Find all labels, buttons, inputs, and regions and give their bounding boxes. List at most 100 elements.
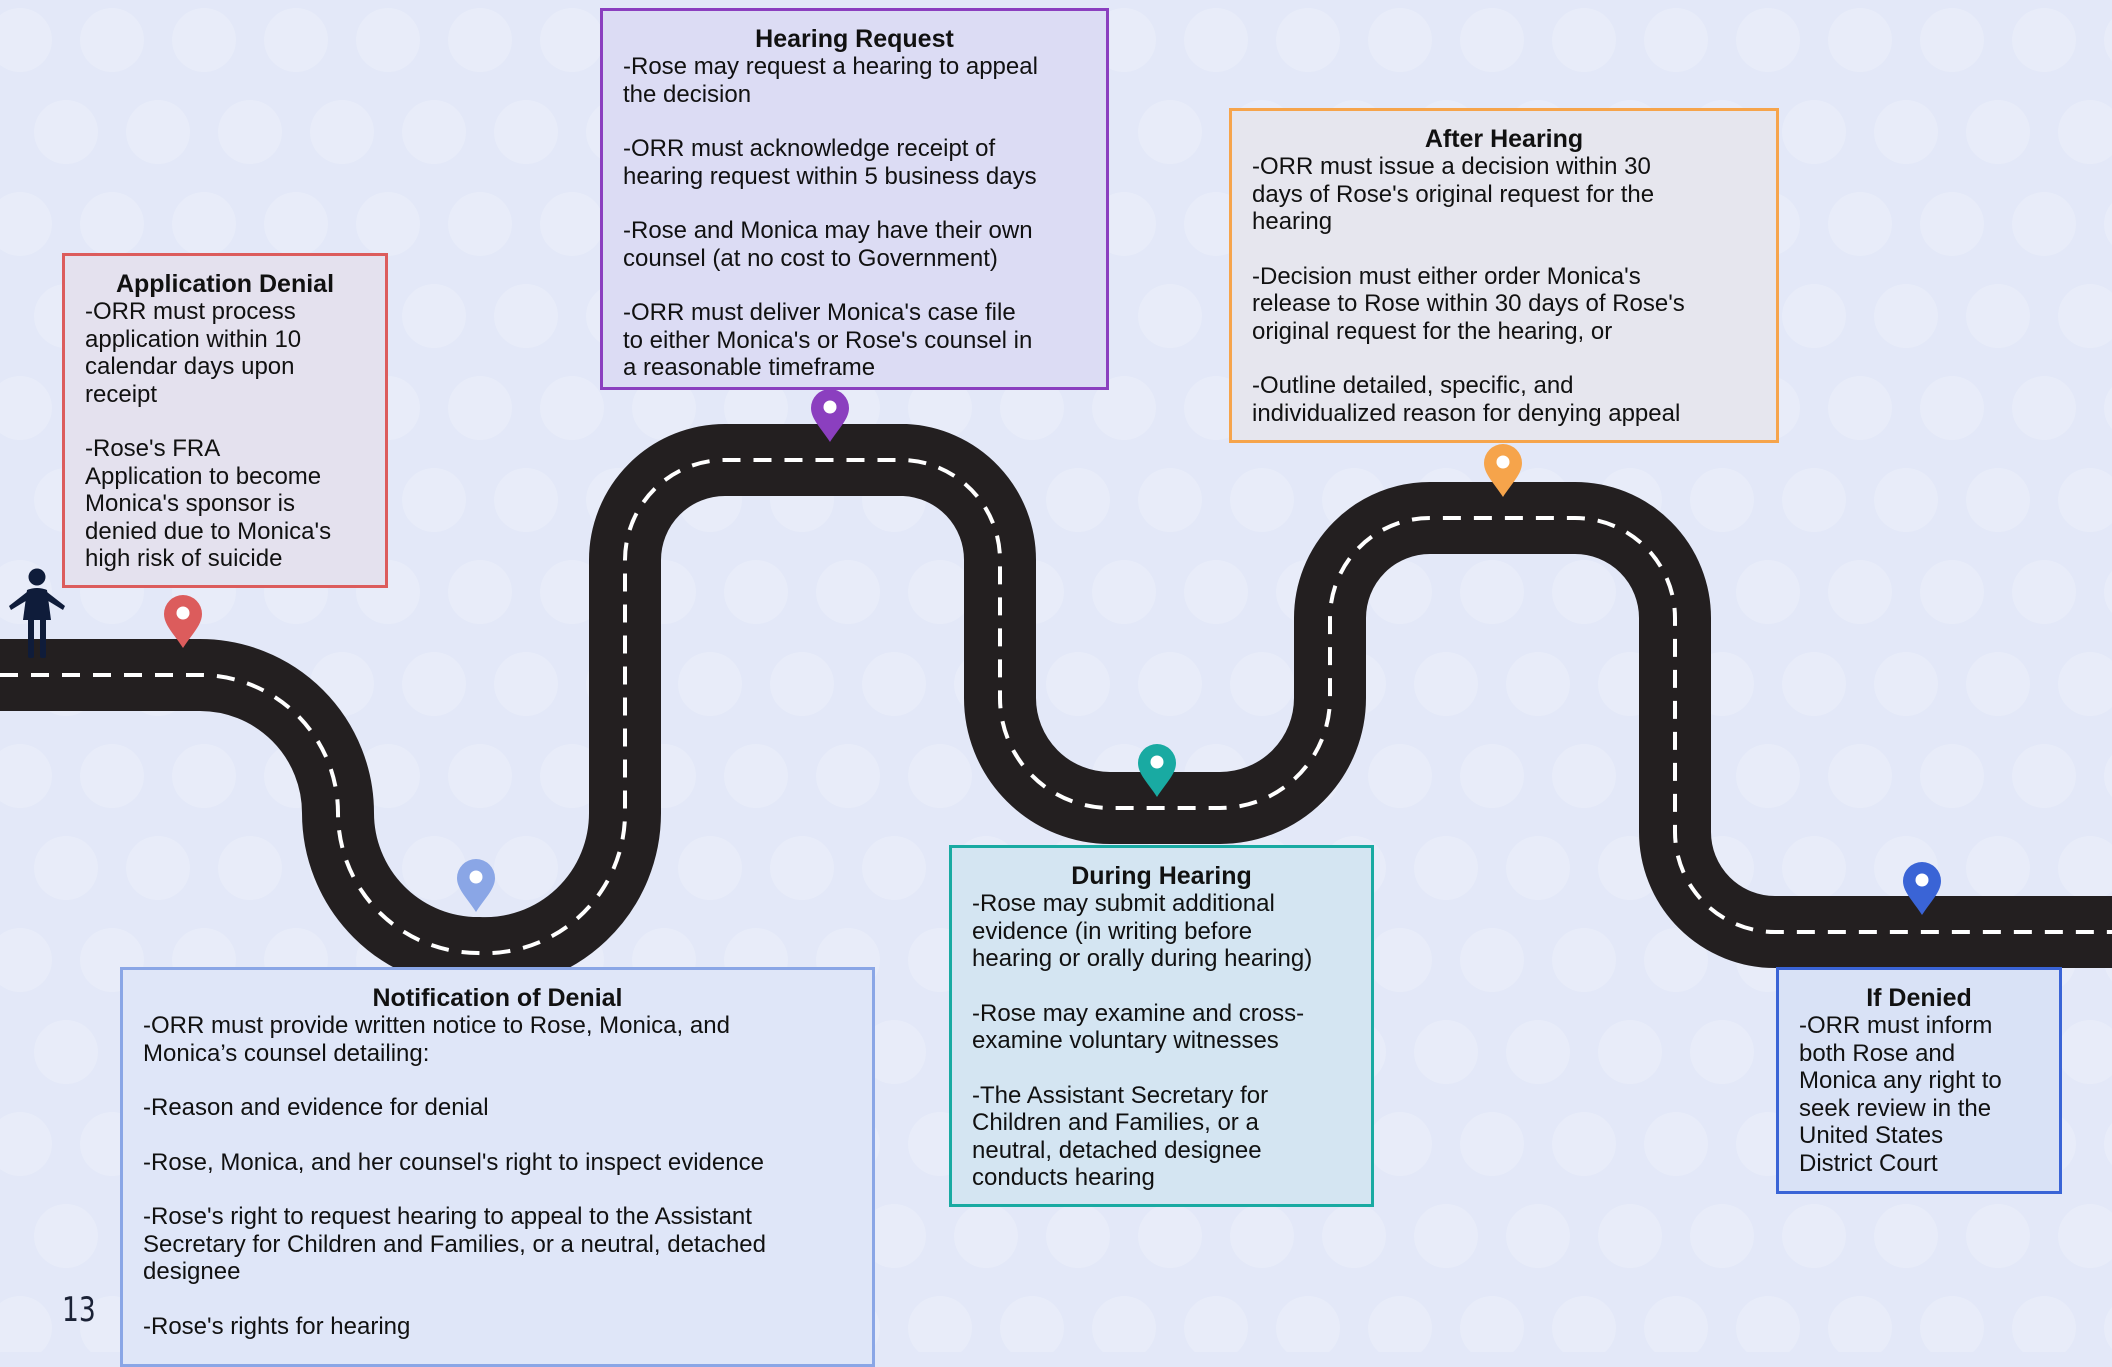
background-dot xyxy=(1230,1204,1294,1268)
background-dot xyxy=(678,652,742,716)
card-title: Application Denial xyxy=(115,270,335,298)
background-dot xyxy=(1736,8,1800,72)
background-dot xyxy=(1046,1204,1110,1268)
background-dot xyxy=(126,100,190,164)
background-dot xyxy=(2104,1306,2112,1350)
background-dot xyxy=(1782,468,1846,532)
background-dot xyxy=(1782,100,1846,164)
application-denial-card: Application Denial -ORR must process app… xyxy=(62,253,388,588)
background-dot xyxy=(80,8,144,72)
card-title: After Hearing xyxy=(1424,125,1584,153)
map-pin-icon xyxy=(1138,744,1176,797)
background-dot xyxy=(724,744,788,808)
background-dot xyxy=(1598,1204,1662,1268)
background-dot xyxy=(310,100,374,164)
background-dot xyxy=(1322,1204,1386,1268)
background-dot xyxy=(2058,100,2112,164)
background-dot xyxy=(2058,284,2112,348)
background-dot xyxy=(1644,1112,1708,1176)
background-dot xyxy=(1736,744,1800,808)
card-text: -Decision must either order Monica's rel… xyxy=(1252,262,1685,345)
background-dot xyxy=(34,1204,98,1268)
background-dot xyxy=(2104,202,2112,246)
background-dot xyxy=(540,744,604,808)
background-dot xyxy=(1874,652,1938,716)
background-dot xyxy=(0,8,52,72)
background-dot xyxy=(448,744,512,808)
map-pin-icon xyxy=(164,595,202,648)
background-dot xyxy=(1414,1020,1478,1084)
card-text: -ORR must issue a decision within 30 day… xyxy=(1252,153,1655,235)
background-dot xyxy=(264,192,328,256)
map-pin-icon xyxy=(457,859,495,912)
card-text: -Rose and Monica may have their own coun… xyxy=(623,217,1033,272)
background-dot xyxy=(1644,8,1708,72)
background-dot xyxy=(1920,1296,1984,1352)
background-dot xyxy=(862,1020,926,1084)
background-dot xyxy=(402,284,466,348)
background-dot xyxy=(1000,1296,1064,1352)
background-dot xyxy=(1920,192,1984,256)
background-dot xyxy=(1920,376,1984,440)
background-dot xyxy=(356,192,420,256)
background-dot xyxy=(632,376,696,440)
road-lane-marking xyxy=(0,458,2112,956)
background-dot xyxy=(1092,1296,1156,1352)
background-dot xyxy=(1874,1204,1938,1268)
background-dot xyxy=(2104,754,2112,798)
background-dot xyxy=(1046,652,1110,716)
background-dot xyxy=(1092,560,1156,624)
background-dot xyxy=(0,192,52,256)
background-dot xyxy=(2012,1296,2076,1352)
background-dot xyxy=(1552,928,1616,992)
card-title: Hearing Request xyxy=(755,25,954,53)
background-dot xyxy=(1828,8,1892,72)
card-title: Notification of Denial xyxy=(372,984,623,1012)
background-dot xyxy=(80,744,144,808)
background-dot xyxy=(1690,468,1754,532)
background-dot xyxy=(1782,1204,1846,1268)
background-dot xyxy=(1092,376,1156,440)
background-dot xyxy=(1828,560,1892,624)
background-dot xyxy=(1920,744,1984,808)
card-text: -ORR must acknowledge receipt of hearing… xyxy=(623,135,1037,190)
background-dot xyxy=(34,1020,98,1084)
card-text: -Rose may examine and cross- examine vol… xyxy=(972,999,1305,1055)
card-title: During Hearing xyxy=(1071,862,1252,890)
background-dot xyxy=(1368,560,1432,624)
background-dot xyxy=(1690,1020,1754,1084)
background-dot xyxy=(2012,744,2076,808)
background-dot xyxy=(1506,836,1570,900)
background-dot xyxy=(2012,376,2076,440)
background-dot xyxy=(678,836,742,900)
background-dot xyxy=(2058,652,2112,716)
background-dot xyxy=(1552,560,1616,624)
card-text: -Rose's FRA Application to become Monica… xyxy=(85,435,332,572)
background-dot xyxy=(2104,1122,2112,1166)
background-dot xyxy=(1506,1020,1570,1084)
background-dot xyxy=(2058,468,2112,532)
background-dot xyxy=(540,8,604,72)
background-dot xyxy=(908,560,972,624)
background-dot xyxy=(448,560,512,624)
background-dot xyxy=(1874,284,1938,348)
background-dot xyxy=(1414,1204,1478,1268)
background-dot xyxy=(816,560,880,624)
background-dot xyxy=(1368,1112,1432,1176)
background-dot xyxy=(494,652,558,716)
background-dot xyxy=(2058,1204,2112,1268)
background-dot xyxy=(816,744,880,808)
background-dot xyxy=(2058,1020,2112,1084)
card-text: -Rose may request a hearing to appeal th… xyxy=(623,53,1038,108)
background-dot xyxy=(1920,8,1984,72)
background-dot xyxy=(448,192,512,256)
background-dot xyxy=(540,560,604,624)
background-dot xyxy=(1552,1296,1616,1352)
card-text: -Outline detailed, specific, and individ… xyxy=(1252,372,1681,427)
background-dot xyxy=(1368,8,1432,72)
during-hearing-card: During Hearing -Rose may submit addition… xyxy=(949,845,1374,1207)
background-dot xyxy=(1230,652,1294,716)
card-text: -ORR must deliver Monica's case file to … xyxy=(623,299,1033,381)
background-dot xyxy=(1966,284,2030,348)
background-dot xyxy=(1782,836,1846,900)
